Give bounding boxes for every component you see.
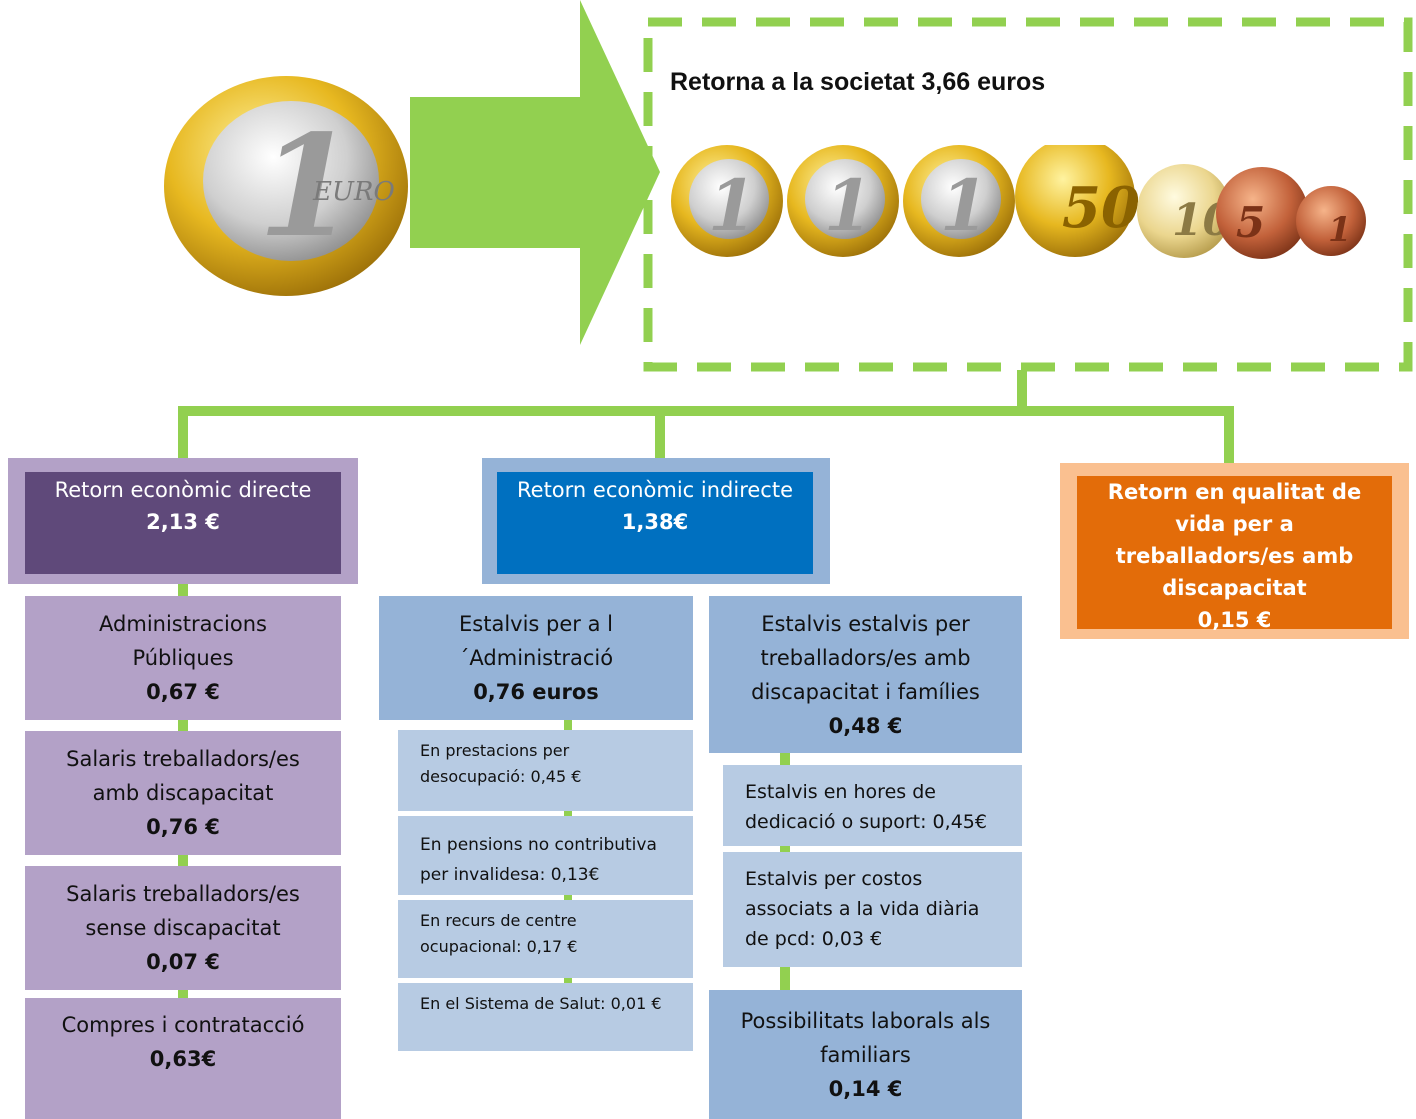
coin-5-cent: 5 <box>1216 167 1308 259</box>
connector-left-drop <box>178 406 188 462</box>
coin-1-euro-a: 1 <box>671 145 783 257</box>
direct-item-salaries-no-disability: Salaris treballadors/es sense discapacit… <box>25 866 341 990</box>
direct-item-purchases: Compres i contratacció 0,63€ <box>25 998 341 1119</box>
svg-text:5: 5 <box>1236 198 1265 247</box>
big-euro-coin: 1 EURO <box>163 75 410 297</box>
big-coin-numeral: 1 <box>258 105 355 269</box>
indirect-title: Retorn econòmic indirecte <box>517 478 793 502</box>
families-labour-box: Possibilitats laborals als familiars 0,1… <box>709 990 1022 1119</box>
coin-1-euro-b: 1 <box>787 145 899 257</box>
svg-text:50: 50 <box>1062 175 1140 241</box>
coin-1-euro-c: 1 <box>903 145 1015 257</box>
indirect-admin-box: Estalvis per a l´Administració 0,76 euro… <box>379 596 693 720</box>
indirect-admin-value: 0,76 euros <box>473 680 599 704</box>
direct-item-label: Administracions Públiques <box>99 612 267 670</box>
direct-item-value: 0,76 € <box>146 815 220 839</box>
admin-item: En el Sistema de Salut: 0,01 € <box>398 983 693 1051</box>
connector-right-drop <box>1224 406 1234 468</box>
arrow-right-icon <box>410 0 660 345</box>
return-frame <box>643 17 1413 372</box>
return-title: Retorna a la societat 3,66 euros <box>670 68 1046 96</box>
quality-value: 0,15 € <box>1197 608 1272 632</box>
indirect-families-value: 0,48 € <box>828 713 903 738</box>
families-item: Estalvis per costos associats a la vida … <box>723 852 1022 967</box>
families-item: Estalvis en hores de dedicació o suport:… <box>723 765 1022 846</box>
quality-header: Retorn en qualitat de vida per a treball… <box>1077 476 1392 632</box>
svg-text:1: 1 <box>940 164 989 247</box>
indirect-header: Retorn econòmic indirecte 1,38€ <box>497 472 813 574</box>
direct-item-label: Salaris treballadors/es sense discapacit… <box>66 882 300 940</box>
coins-row: 1 1 1 50 10 5 1 <box>670 137 1370 275</box>
direct-item-salaries-disability: Salaris treballadors/es amb discapacitat… <box>25 731 341 855</box>
connector-horizontal <box>178 406 1234 416</box>
direct-item-label: Salaris treballadors/es amb discapacitat <box>66 747 300 805</box>
admin-item: En pensions no contributiva per invalide… <box>398 816 693 895</box>
direct-item-value: 0,67 € <box>146 680 220 704</box>
direct-header: Retorn econòmic directe 2,13 € <box>25 472 341 574</box>
direct-item-label: Compres i contratacció <box>61 1013 305 1037</box>
direct-item-value: 0,63€ <box>149 1047 217 1071</box>
families-labour-label: Possibilitats laborals als familiars <box>740 1008 991 1067</box>
coin-50-cent: 50 <box>1015 137 1140 257</box>
svg-text:1: 1 <box>824 164 873 247</box>
indirect-value: 1,38€ <box>621 510 689 534</box>
coin-1-cent: 1 <box>1296 186 1366 256</box>
svg-text:1: 1 <box>708 164 757 247</box>
indirect-families-box: Estalvis estalvis per treballadors/es am… <box>709 596 1022 753</box>
connector-main-vertical <box>1017 370 1027 412</box>
direct-value: 2,13 € <box>146 510 220 534</box>
big-coin-word: EURO <box>312 177 395 207</box>
indirect-admin-label: Estalvis per a l´Administració <box>458 612 614 670</box>
svg-text:1: 1 <box>1328 210 1352 250</box>
admin-item: En recurs de centre ocupacional: 0,17 € <box>398 900 693 978</box>
direct-item-value: 0,07 € <box>146 950 220 974</box>
admin-item: En prestacions per desocupació: 0,45 € <box>398 730 693 811</box>
quality-title: Retorn en qualitat de vida per a treball… <box>1107 480 1362 600</box>
families-labour-value: 0,14 € <box>828 1076 903 1101</box>
direct-title: Retorn econòmic directe <box>54 478 312 502</box>
indirect-families-label: Estalvis estalvis per treballadors/es am… <box>751 611 980 704</box>
direct-item-admin: Administracions Públiques 0,67 € <box>25 596 341 720</box>
connector-mid-drop <box>655 406 665 462</box>
